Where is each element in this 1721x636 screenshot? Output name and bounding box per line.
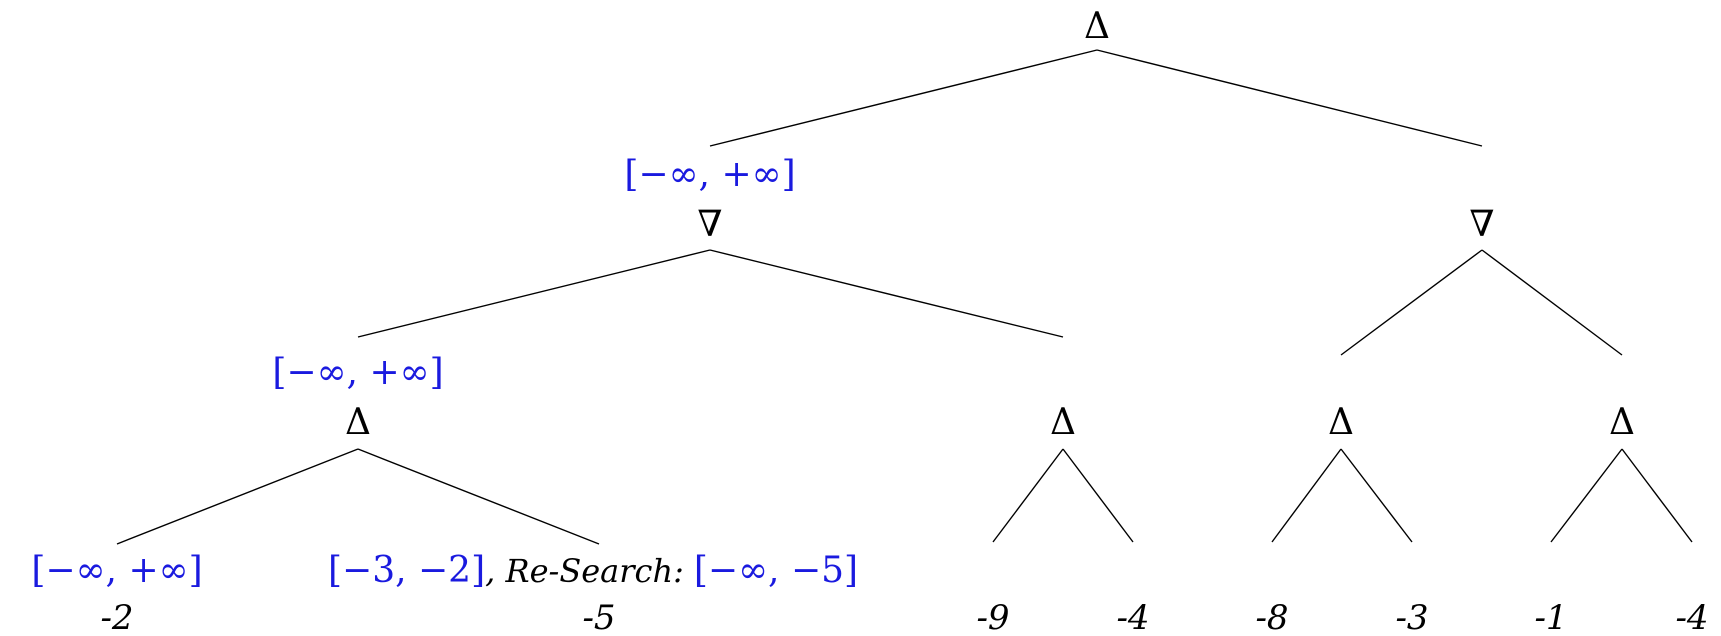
edge-b-bb [1481, 249, 1623, 356]
research-window: [−∞, −5] [694, 550, 858, 591]
max-node-icon: Δ [345, 402, 371, 443]
edge-bb-leaf8 [1621, 448, 1693, 543]
edge-ab-leaf4 [1062, 448, 1134, 543]
edge-aa-leaf2 [357, 448, 600, 545]
max-node-icon: Δ [1328, 402, 1354, 443]
window-leaf1: [−∞, +∞] [31, 550, 202, 591]
leaf-value: -2 [100, 598, 133, 636]
edge-ba-leaf5 [1271, 448, 1342, 543]
max-node-icon: Δ [1609, 402, 1635, 443]
search-windows: [−∞, +∞] [−∞, +∞] [−∞, +∞] [−3, −2], Re-… [31, 154, 858, 591]
edge-ba-leaf6 [1340, 448, 1413, 543]
research-label: , Re-Search: [485, 552, 684, 590]
leaf-value: -3 [1395, 598, 1428, 636]
leaf-value: -5 [582, 598, 615, 636]
max-node-icon: Δ [1084, 6, 1110, 47]
tree-nodes: Δ ∇ ∇ Δ Δ Δ Δ [345, 6, 1635, 443]
edge-b-ba [1340, 249, 1483, 356]
leaf-value: -4 [1675, 598, 1708, 636]
edge-root-b [1096, 49, 1483, 147]
min-node-icon: ∇ [1469, 204, 1494, 245]
edge-a-aa [357, 249, 711, 338]
edge-a-ab [709, 249, 1064, 338]
edge-aa-leaf1 [116, 448, 359, 545]
edge-ab-leaf3 [992, 448, 1064, 543]
window-aa: [−∞, +∞] [272, 352, 443, 393]
leaf-value: -1 [1534, 598, 1567, 636]
leaf-values: -2 -5 -9 -4 -8 -3 -1 -4 [100, 598, 1708, 636]
leaf-value: -8 [1255, 598, 1288, 636]
leaf-value: -4 [1116, 598, 1149, 636]
window-leaf2: [−3, −2] [328, 550, 485, 591]
tree-edges [116, 49, 1693, 545]
edge-bb-leaf7 [1550, 448, 1623, 543]
window-a: [−∞, +∞] [624, 154, 795, 195]
min-node-icon: ∇ [697, 204, 722, 245]
leaf-value: -9 [976, 598, 1009, 636]
max-node-icon: Δ [1050, 402, 1076, 443]
edge-root-a [709, 49, 1098, 147]
window-leaf2-group: [−3, −2], Re-Search: [−∞, −5] [328, 550, 858, 591]
